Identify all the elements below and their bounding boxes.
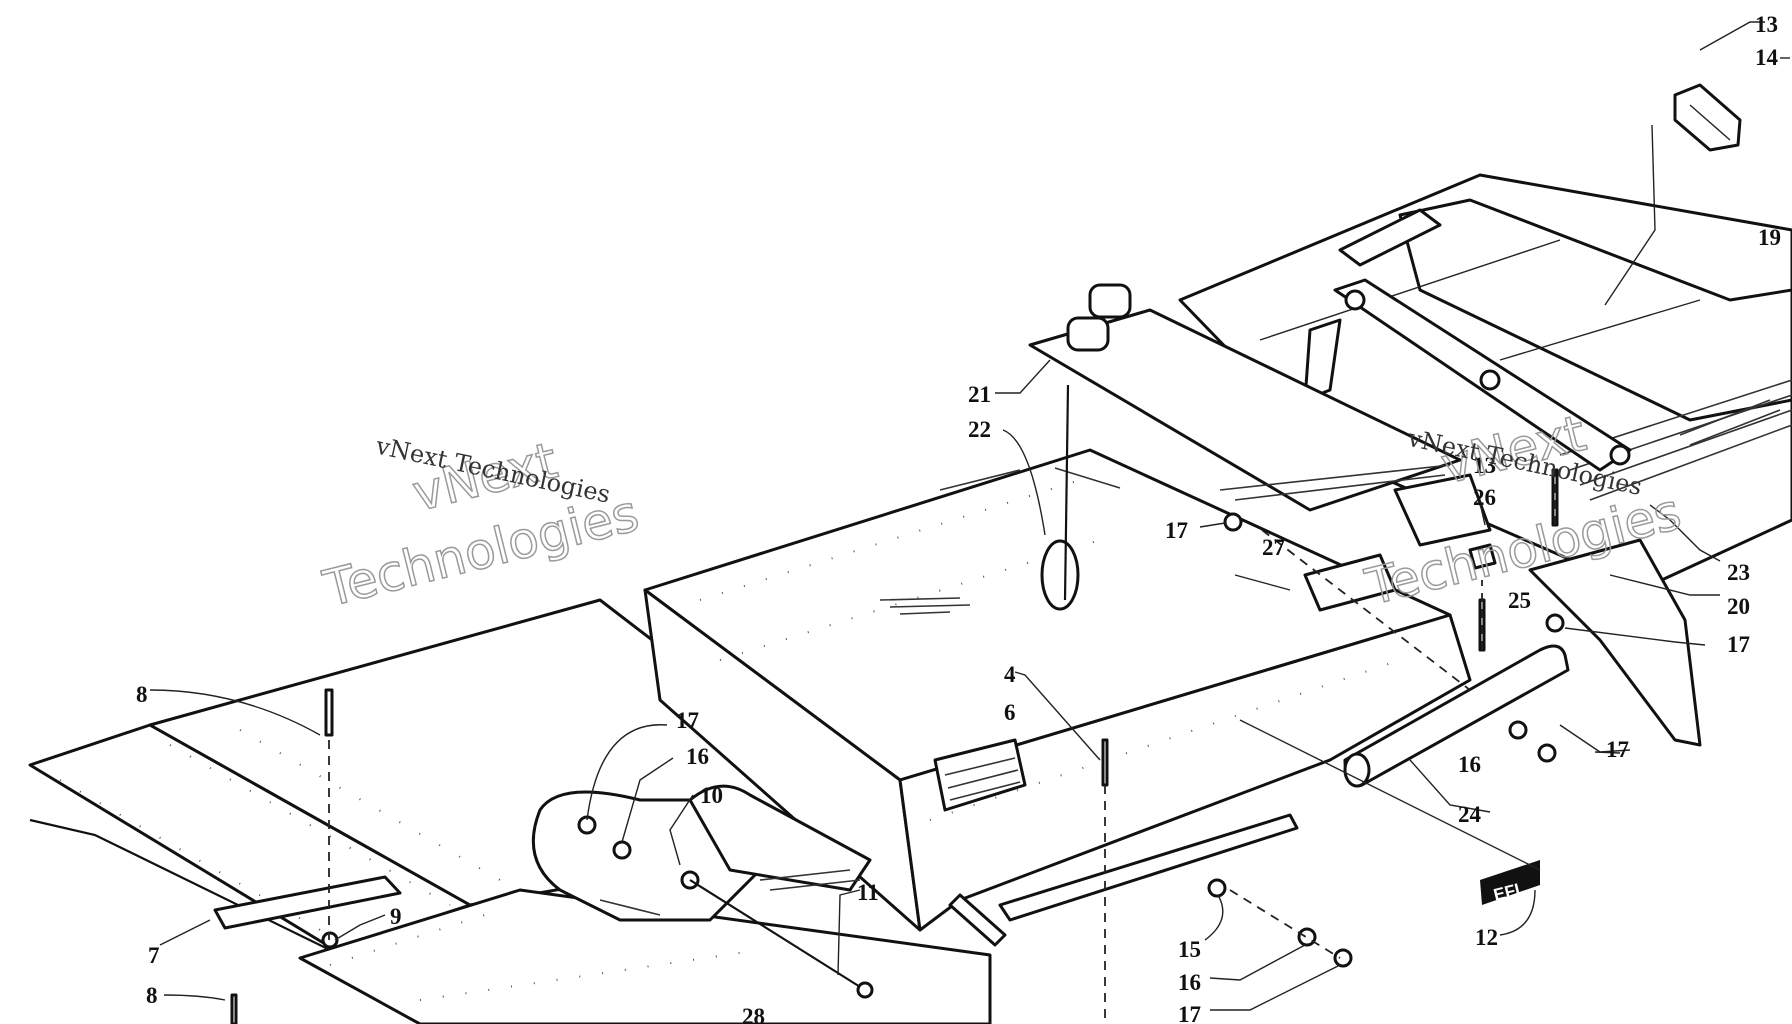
floor-bracket-plate [298, 888, 992, 1024]
callout-8-bot: 8 [146, 983, 158, 1008]
callout-26: 26 [1473, 485, 1496, 510]
bolt-part-22 [1040, 384, 1080, 611]
assembly-lines [328, 470, 1556, 1024]
hardware [230, 468, 1565, 1024]
callout-13-top: 13 [1755, 12, 1778, 37]
callout-14: 14 [1755, 45, 1779, 70]
hinge-plate-part-21 [1028, 283, 1462, 512]
callout-16-c: 16 [1178, 970, 1201, 995]
callout-28: 28 [742, 1004, 765, 1024]
callout-25: 25 [1508, 588, 1531, 613]
callout-6: 6 [1004, 700, 1016, 725]
bracket-part-6 [933, 738, 1027, 812]
efi-decal-part-12: EFI [1480, 860, 1540, 905]
tube-part-24 [1343, 644, 1570, 788]
callout-17-b: 17 [1727, 632, 1750, 657]
callout-15: 15 [1178, 937, 1201, 962]
leader-lines [149, 21, 1790, 1011]
mount-block-part-27 [1234, 473, 1492, 612]
callout-11: 11 [857, 880, 879, 905]
callout-10: 10 [700, 783, 723, 808]
callout-17-a: 17 [1165, 518, 1188, 543]
callout-17-e: 17 [1178, 1002, 1201, 1024]
callout-23: 23 [1727, 560, 1750, 585]
callout-20: 20 [1727, 594, 1750, 619]
callout-22: 22 [968, 417, 991, 442]
callout-7: 7 [148, 943, 160, 968]
callout-27: 27 [1262, 535, 1285, 560]
callout-17-c: 17 [1606, 737, 1629, 762]
callout-13-mid: 13 [1473, 453, 1496, 478]
step-rail [948, 813, 1299, 947]
callout-8-top: 8 [136, 682, 148, 707]
callout-16-b: 16 [686, 744, 709, 769]
callout-17-d: 17 [676, 708, 699, 733]
callout-24: 24 [1458, 802, 1482, 827]
callout-numbers: 13 14 19 21 22 13 26 17 27 25 23 20 17 4… [136, 12, 1781, 1024]
callout-21: 21 [968, 382, 991, 407]
callout-19: 19 [1758, 225, 1781, 250]
reflector-part-14 [1673, 83, 1742, 152]
callout-16-a: 16 [1458, 752, 1481, 777]
center-tunnel-panel [643, 448, 1472, 932]
callout-4: 4 [1004, 662, 1016, 687]
rail-bracket-assembly [1303, 278, 1632, 472]
callout-9: 9 [390, 904, 402, 929]
callout-12: 12 [1475, 925, 1498, 950]
